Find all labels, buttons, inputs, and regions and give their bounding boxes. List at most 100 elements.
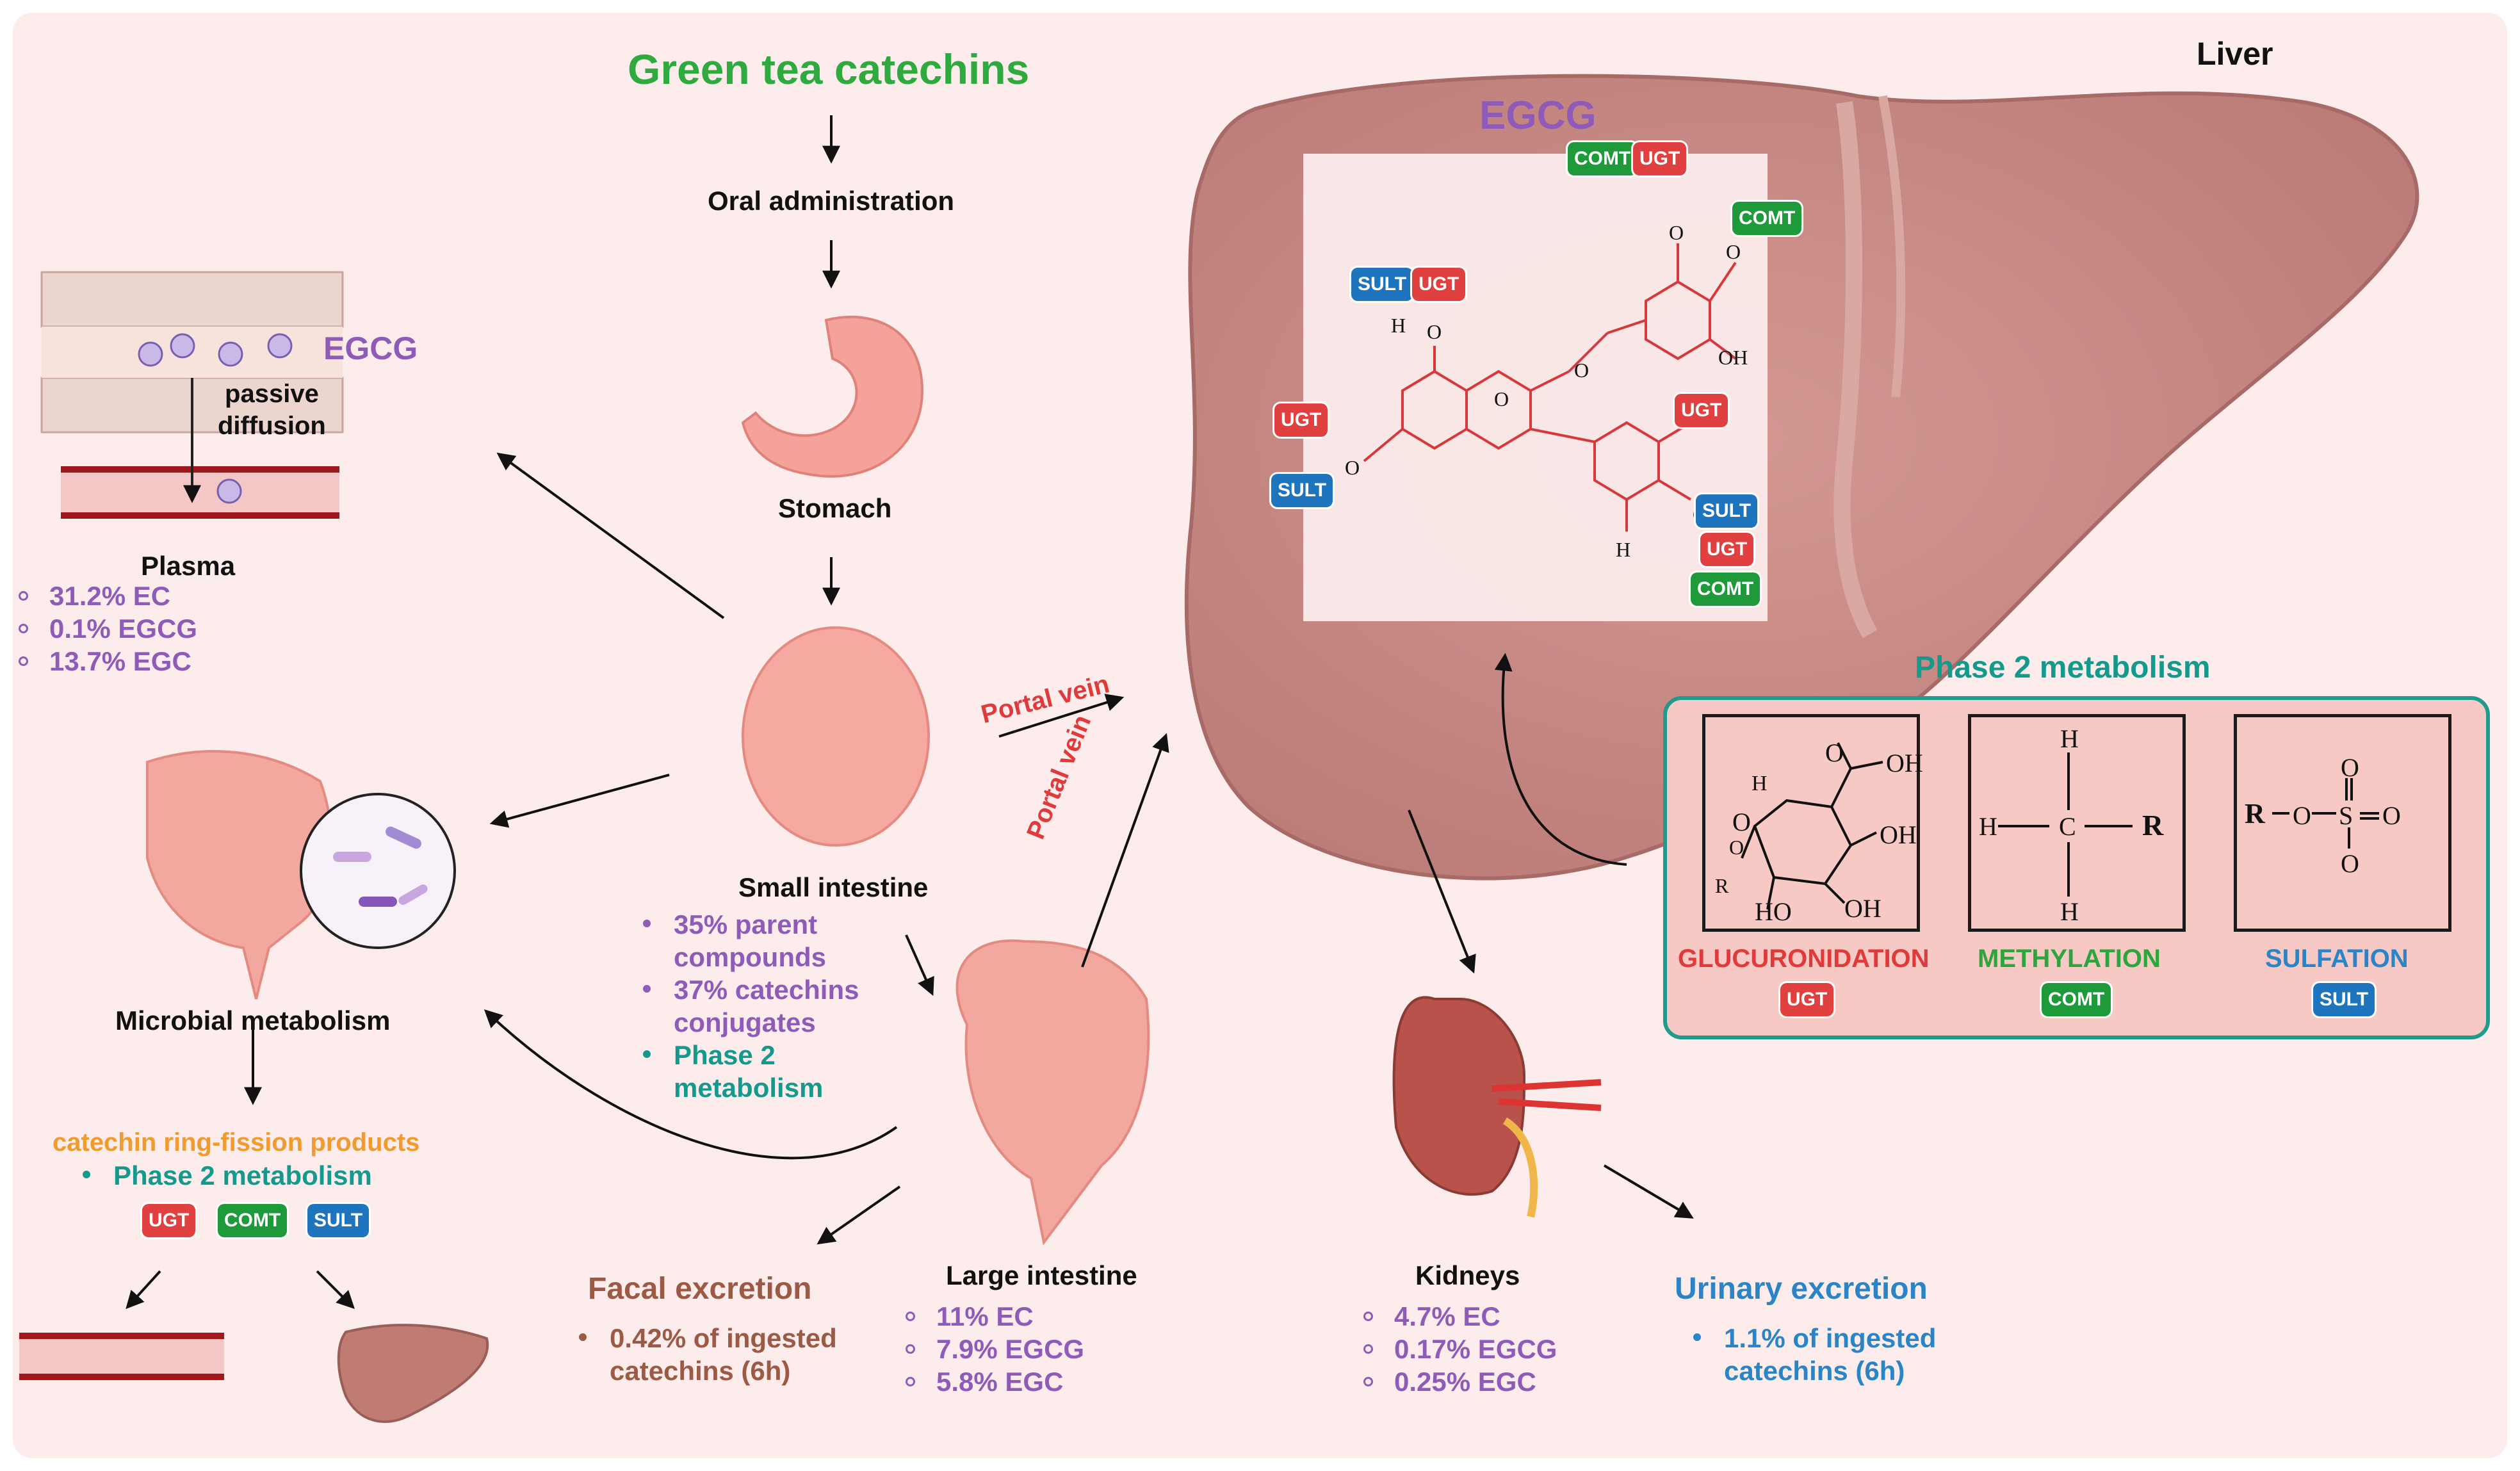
microbial-phase2: Phase 2 metabolism: [80, 1159, 372, 1192]
atom-h-top: H: [1391, 314, 1406, 337]
sulfation-label: SULFATION: [2265, 945, 2409, 973]
plasma-value: 0.1% EGCG: [16, 612, 197, 645]
plasma-value: 13.7% EGC: [16, 645, 197, 678]
small-intestine-notes: 35% parent compounds 37% catechins conju…: [640, 908, 859, 1104]
faecal-excretion-list: 0.42% of ingested catechins (6h): [576, 1322, 837, 1387]
large-intestine-value: 5.8% EGC: [903, 1365, 1084, 1398]
ugt-badge: UGT: [1700, 533, 1754, 566]
step-stomach: Stomach: [778, 493, 892, 523]
glucuronide-r: R: [1715, 874, 1729, 897]
large-intestine-value: 7.9% EGCG: [903, 1333, 1084, 1365]
plasma-values: 31.2% EC 0.1% EGCG 13.7% EGC: [16, 580, 197, 678]
kidney-value: 4.7% EC: [1361, 1300, 1557, 1333]
glucuronide-o-2: O: [1732, 808, 1751, 836]
sult-badge: SULT: [1271, 474, 1333, 507]
sulfate-r: R: [2245, 798, 2265, 829]
glucuronidation-label: GLUCURONIDATION: [1678, 945, 1930, 973]
phase2-panel-title: Phase 2 metabolism: [1915, 651, 2211, 685]
ring-fission-products: catechin ring-fission products: [53, 1128, 420, 1157]
glucuronide-box: [1702, 714, 1920, 932]
epithelium-illustration: [40, 271, 344, 519]
microbe-circle: [300, 793, 456, 949]
plasma-value: 31.2% EC: [16, 580, 197, 612]
step-large-intestine: Large intestine: [946, 1260, 1137, 1290]
passive-diffusion-label: passive diffusion: [218, 380, 326, 440]
glucuronide-o: O: [1825, 738, 1844, 767]
ugt-badge: UGT: [1412, 268, 1466, 301]
atom-o-top: O: [1427, 320, 1442, 343]
methyl-h-bottom: H: [2060, 897, 2079, 926]
large-intestine-value: 11% EC: [903, 1300, 1084, 1333]
flow-arrows: [126, 115, 1694, 1310]
atom-o-galloyl-right: O: [1726, 240, 1741, 263]
urinary-excretion-title: Urinary excretion: [1675, 1272, 1928, 1306]
sulfate-o-right: O: [2382, 801, 2401, 830]
ugt-badge: UGT: [1633, 142, 1687, 175]
sulfate-s: S: [2339, 801, 2353, 830]
methyl-c: C: [2059, 812, 2076, 841]
atom-o-left: O: [1345, 456, 1360, 479]
step-small-intestine: Small intestine: [738, 872, 929, 902]
atom-o-ring: O: [1494, 387, 1509, 410]
sulfate-o-top: O: [2341, 753, 2359, 782]
microbial-phase2-list: Phase 2 metabolism: [80, 1159, 372, 1192]
glucuronide-structure: [1741, 742, 1883, 910]
glucuronide-o-3: O: [1729, 836, 1744, 859]
comt-badge: COMT: [2042, 983, 2111, 1016]
methyl-h-left: H: [1979, 812, 1997, 841]
step-oral-administration: Oral administration: [708, 186, 955, 216]
kidney-value: 0.25% EGC: [1361, 1365, 1557, 1398]
faecal-excretion-title: Facal excretion: [588, 1272, 812, 1306]
methyl-h-top: H: [2060, 724, 2079, 753]
note-parent-compounds: 35% parent compounds: [640, 908, 859, 973]
methyl-box: [1968, 714, 2186, 932]
note-phase2: Phase 2 metabolism: [640, 1039, 859, 1104]
ugt-badge: UGT: [1675, 394, 1728, 427]
glucuronide-oh-1: OH: [1886, 749, 1923, 777]
comt-badge: COMT: [1732, 202, 1802, 235]
egcg-structure-title: EGCG: [1479, 93, 1597, 138]
glucuronide-ho: HO: [1755, 897, 1792, 926]
urinary-excretion-list: 1.1% of ingested catechins (6h): [1691, 1322, 1936, 1387]
small-intestine-illustration: [742, 626, 930, 847]
phase2-panel: [1663, 696, 2490, 1039]
bottom-vessel-illustration: [19, 1333, 224, 1380]
kidney-illustration: [1392, 996, 1602, 1218]
sult-badge: SULT: [307, 1204, 370, 1237]
atom-oh-galloyl: OH: [1718, 346, 1748, 369]
stomach-illustration: [741, 316, 924, 478]
kidney-values: 4.7% EC 0.17% EGCG 0.25% EGC: [1361, 1300, 1557, 1398]
sulfate-structure: [2272, 778, 2379, 849]
sult-badge: SULT: [1696, 494, 1758, 528]
glucuronide-h: H: [1752, 772, 1768, 795]
atom-o-ester: O: [1574, 359, 1589, 382]
note-catechin-conjugates: 37% catechins conjugates: [640, 973, 859, 1039]
sult-badge: SULT: [1351, 268, 1413, 301]
methyl-r: R: [2142, 809, 2164, 841]
sulfate-o-1: O: [2293, 801, 2311, 830]
ugt-badge: UGT: [142, 1204, 196, 1237]
large-intestine-illustration: [955, 939, 1150, 1246]
kidney-value: 0.17% EGCG: [1361, 1333, 1557, 1365]
ugt-badge: UGT: [1780, 983, 1834, 1016]
methylation-label: METHYLATION: [1978, 945, 2161, 973]
comt-badge: COMT: [218, 1204, 288, 1237]
step-kidneys: Kidneys: [1415, 1260, 1520, 1290]
atom-o-galloyl-top: O: [1669, 221, 1684, 244]
glucuronide-oh-3: OH: [1844, 894, 1882, 923]
atom-ho-b-ring: H: [1616, 538, 1631, 561]
diagram-title: Green tea catechins: [628, 45, 1030, 93]
sulfate-o-bottom: O: [2341, 849, 2359, 878]
faecal-excretion-note: 0.42% of ingested catechins (6h): [576, 1322, 837, 1387]
glucuronide-oh-2: OH: [1880, 820, 1917, 849]
comt-badge: COMT: [1568, 142, 1638, 175]
sulfate-box: [2234, 714, 2451, 932]
large-intestine-values: 11% EC 7.9% EGCG 5.8% EGC: [903, 1300, 1084, 1398]
small-liver-illustration: [337, 1324, 489, 1423]
urinary-excretion-note: 1.1% of ingested catechins (6h): [1691, 1322, 1936, 1387]
sult-badge: SULT: [2313, 983, 2375, 1016]
liver-label: Liver: [2197, 36, 2273, 72]
plasma-label: Plasma: [141, 551, 236, 581]
